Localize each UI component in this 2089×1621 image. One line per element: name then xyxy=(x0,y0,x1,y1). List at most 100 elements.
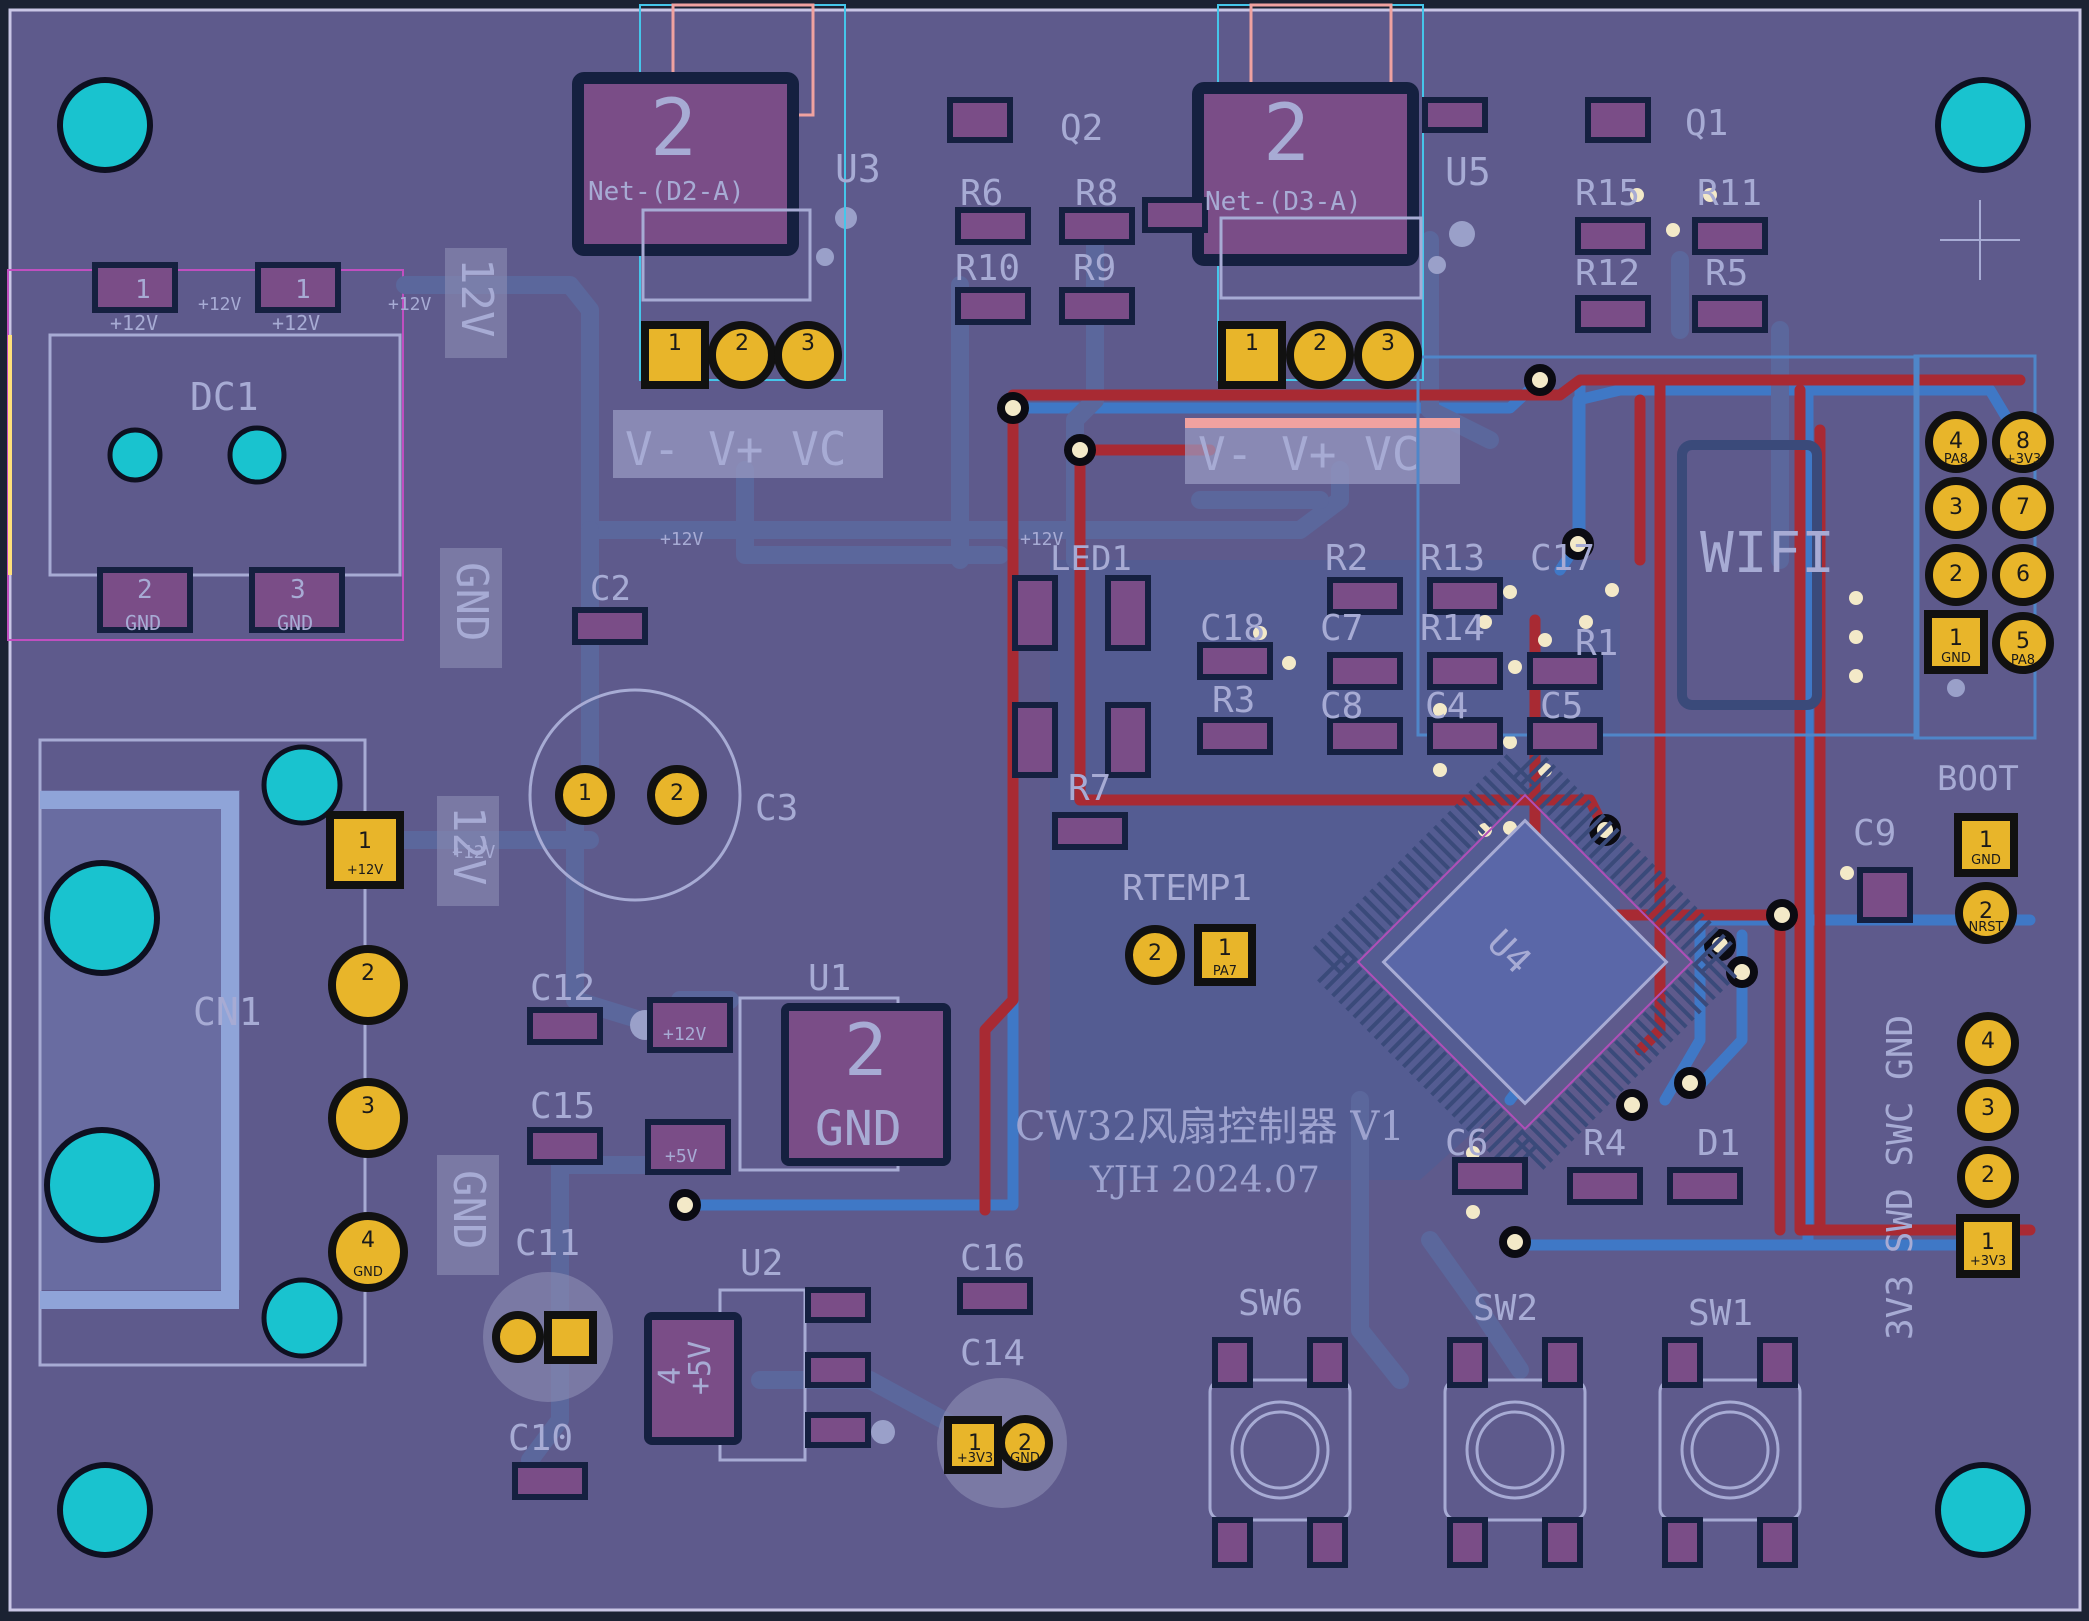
u3-footprint xyxy=(572,3,883,478)
svg-text:3: 3 xyxy=(290,575,306,605)
svg-text:3: 3 xyxy=(361,1094,375,1119)
svg-text:8: 8 xyxy=(2016,429,2030,454)
svg-text:+12V: +12V xyxy=(663,1024,707,1045)
svg-text:C14: C14 xyxy=(960,1333,1025,1374)
svg-text:C18: C18 xyxy=(1200,608,1265,649)
svg-text:1: 1 xyxy=(1245,331,1259,356)
svg-text:BOOT: BOOT xyxy=(1937,759,2019,799)
svg-text:2: 2 xyxy=(361,961,375,986)
svg-text:1: 1 xyxy=(968,1431,982,1456)
svg-text:C16: C16 xyxy=(960,1238,1025,1279)
cn1-outline xyxy=(38,738,367,1367)
svg-text:3: 3 xyxy=(1981,1096,1995,1121)
silkscreen-labels: DC1 CN1 U1 U2 U3 U5 U4 Q1 Q2 R1 R2 R3 R4… xyxy=(190,103,2019,1459)
svg-text:R15: R15 xyxy=(1575,173,1640,214)
svg-text:C6: C6 xyxy=(1445,1123,1488,1164)
svg-text:LED1: LED1 xyxy=(1050,539,1132,579)
smd-pads xyxy=(92,97,1913,1568)
svg-text:C7: C7 xyxy=(1320,608,1363,649)
svg-text:R10: R10 xyxy=(955,248,1020,289)
svg-text:4: 4 xyxy=(361,1228,375,1253)
svg-text:Q1: Q1 xyxy=(1685,103,1728,144)
svg-text:C4: C4 xyxy=(1425,686,1468,727)
svg-text:2: 2 xyxy=(735,331,749,356)
u2-5v: +5V xyxy=(683,1341,718,1395)
svg-text:12V: 12V xyxy=(443,806,494,885)
svg-text:C11: C11 xyxy=(515,1223,580,1264)
u2-4: 4 xyxy=(653,1367,688,1385)
svg-text:5: 5 xyxy=(2016,629,2030,654)
svg-text:R5: R5 xyxy=(1705,253,1748,294)
svg-text:R1: R1 xyxy=(1575,623,1618,664)
svg-text:C3: C3 xyxy=(755,788,798,829)
svg-text:SW2: SW2 xyxy=(1473,1288,1538,1329)
net-label-blocks: 12V GND 12V GND xyxy=(437,248,507,1275)
svg-text:GND: GND xyxy=(446,562,497,641)
svg-text:CN1: CN1 xyxy=(193,990,262,1034)
dc1-pad-labels: 1 +12V 1 +12V +12V +12V 2 GND 3 GND +12V… xyxy=(110,275,1064,1167)
u3-net: Net-(D2-A) xyxy=(588,177,745,207)
board-title: CW32风扇控制器 V1 xyxy=(1015,1104,1405,1150)
svg-text:2: 2 xyxy=(1148,941,1162,966)
svg-text:+12V: +12V xyxy=(110,311,158,335)
svg-text:6: 6 xyxy=(2016,562,2030,587)
svg-text:3: 3 xyxy=(801,331,815,356)
svg-text:GND: GND xyxy=(443,1170,494,1249)
svg-text:R8: R8 xyxy=(1075,173,1118,214)
svg-text:C15: C15 xyxy=(530,1086,595,1127)
wifi-module xyxy=(1677,440,1822,710)
svg-text:GND: GND xyxy=(1971,853,2001,868)
svg-text:R9: R9 xyxy=(1073,248,1116,289)
board-outline xyxy=(8,8,2082,1612)
svg-text:+12V: +12V xyxy=(272,311,320,335)
svg-text:2: 2 xyxy=(1018,1431,1032,1456)
svg-text:+5V: +5V xyxy=(665,1146,698,1167)
board-subtitle: YJH 2024.07 xyxy=(1089,1160,1320,1201)
svg-text:1: 1 xyxy=(1218,936,1232,961)
svg-text:1: 1 xyxy=(295,275,311,305)
svg-text:R2: R2 xyxy=(1325,538,1368,579)
u5-pin-labels: V- V+ VC xyxy=(1198,427,1420,481)
origin-marker xyxy=(1940,200,2020,280)
svg-text:2: 2 xyxy=(1313,331,1327,356)
svg-text:U1: U1 xyxy=(808,958,851,999)
svg-text:1: 1 xyxy=(1979,828,1993,853)
svg-text:2: 2 xyxy=(1949,562,1963,587)
svg-text:12V: 12V xyxy=(451,258,502,337)
svg-text:GND: GND xyxy=(353,1265,383,1280)
svg-text:R11: R11 xyxy=(1697,173,1762,214)
svg-text:1: 1 xyxy=(1949,626,1963,651)
svg-text:SW6: SW6 xyxy=(1238,1283,1303,1324)
svg-text:C8: C8 xyxy=(1320,686,1363,727)
u1-big-pin: 2 xyxy=(844,1008,887,1092)
svg-text:PA8: PA8 xyxy=(1944,452,1968,467)
svg-text:2: 2 xyxy=(1981,1163,1995,1188)
u5-big-pin: 2 xyxy=(1263,89,1310,179)
svg-text:7: 7 xyxy=(2016,495,2030,520)
svg-text:SW1: SW1 xyxy=(1688,1293,1753,1334)
svg-text:D1: D1 xyxy=(1697,1123,1740,1164)
svg-text:+12V: +12V xyxy=(347,863,383,878)
svg-text:R12: R12 xyxy=(1575,253,1640,294)
svg-text:GND: GND xyxy=(1010,1451,1040,1466)
svg-text:+3V3: +3V3 xyxy=(2005,452,2041,467)
svg-text:R14: R14 xyxy=(1420,608,1485,649)
svg-text:C12: C12 xyxy=(530,968,595,1009)
svg-text:U2: U2 xyxy=(740,1243,783,1284)
svg-text:1: 1 xyxy=(1981,1230,1995,1255)
svg-text:C10: C10 xyxy=(508,1418,573,1459)
u1-gnd: GND xyxy=(815,1101,902,1157)
u1-pad xyxy=(781,1003,951,1166)
svg-text:C17: C17 xyxy=(1530,538,1595,579)
svg-text:R6: R6 xyxy=(960,173,1003,214)
u3-big-pin: 2 xyxy=(650,84,697,174)
svg-text:1: 1 xyxy=(135,275,151,305)
mount-holes xyxy=(44,77,2031,1558)
svg-text:R13: R13 xyxy=(1420,538,1485,579)
grey-vias xyxy=(630,207,1965,1444)
svg-text:R7: R7 xyxy=(1068,768,1111,809)
svg-text:WIFI: WIFI xyxy=(1700,521,1835,586)
u5-net: Net-(D3-A) xyxy=(1205,187,1362,217)
svg-text:PA8: PA8 xyxy=(2011,653,2035,668)
